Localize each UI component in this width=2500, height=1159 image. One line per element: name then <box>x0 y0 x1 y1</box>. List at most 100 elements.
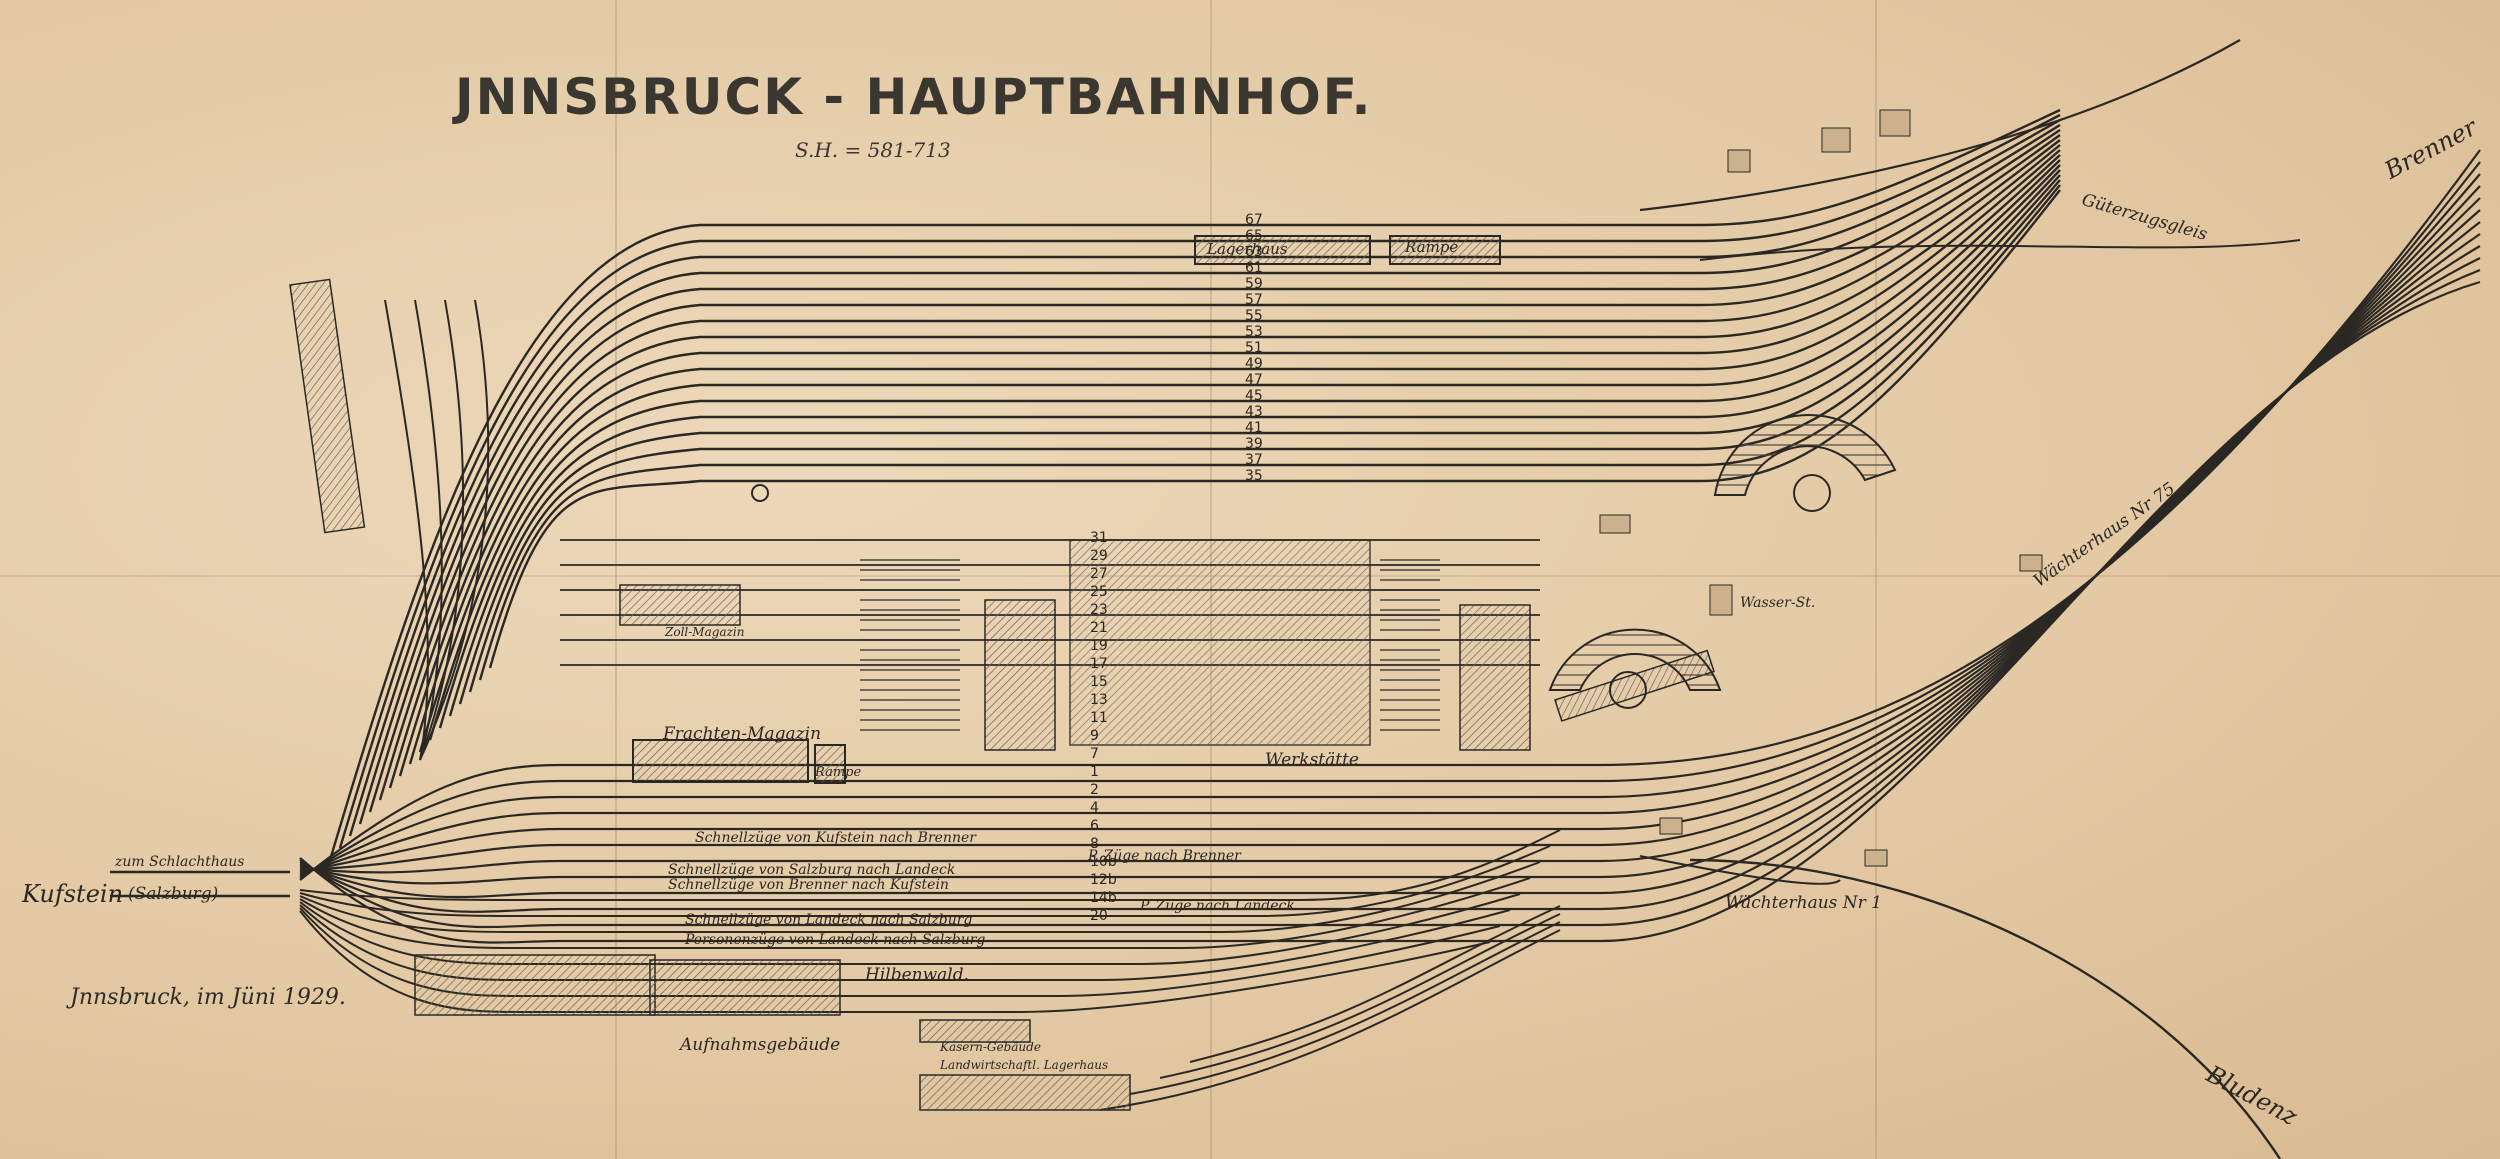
rail-track <box>468 179 2061 693</box>
rail-track <box>488 189 2061 669</box>
agri-warehouse <box>919 1074 1131 1111</box>
label-barracks: Kasern-Gebäude <box>940 1040 1041 1054</box>
rail-track <box>299 221 2481 874</box>
track-number: 57 <box>1245 292 1263 308</box>
track-number: 65 <box>1245 228 1263 244</box>
track-number: 7 <box>1090 746 1099 762</box>
rail-track <box>299 907 1501 997</box>
track-number: 59 <box>1245 276 1263 292</box>
track-number: 35 <box>1245 468 1263 484</box>
paper-fold <box>1875 0 1877 1159</box>
track-number: 43 <box>1245 404 1263 420</box>
track-number: 47 <box>1245 372 1263 388</box>
track-number: 39 <box>1245 436 1263 452</box>
track-number: 55 <box>1245 308 1263 324</box>
label-salzburg: (Salzburg) <box>128 884 219 904</box>
track-number: 10b <box>1090 854 1117 870</box>
label-slaughterhouse: zum Schlachthaus <box>115 854 245 870</box>
track-number: 14b <box>1090 890 1117 906</box>
label-track-5: P. Züge nach Landeck <box>1140 898 1295 914</box>
rail-track <box>419 299 490 761</box>
track-number: 13 <box>1090 692 1108 708</box>
rail-track <box>368 129 2061 813</box>
track-number: 15 <box>1090 674 1108 690</box>
label-freight-magazine: Frachten-Magazin <box>663 724 822 744</box>
label-reception: Aufnahmsgebäude <box>680 1035 841 1055</box>
track-number: 67 <box>1245 212 1263 228</box>
rail-track <box>338 113 2061 849</box>
reception-building <box>414 954 656 1016</box>
track-number: 41 <box>1245 420 1263 436</box>
rail-track <box>328 108 2061 861</box>
rail-track <box>299 893 1521 965</box>
label-customs: Zoll-Magazin <box>665 625 745 639</box>
track-number: 37 <box>1245 452 1263 468</box>
paper-fold <box>615 0 617 1159</box>
rail-track <box>299 829 1561 901</box>
track-number: 31 <box>1090 530 1108 546</box>
map-title: JNNSBRUCK - HAUPTBAHNHOF. <box>455 68 1373 126</box>
label-kufstein: Kufstein <box>22 880 124 908</box>
track-number: 21 <box>1090 620 1108 636</box>
rail-track <box>1699 239 2301 261</box>
track-number: 12b <box>1090 872 1117 888</box>
label-track-5b: P. Züge nach Brenner <box>1088 848 1241 864</box>
rail-track <box>414 299 443 761</box>
track-number: 63 <box>1245 244 1263 260</box>
rail-track <box>299 877 1531 949</box>
workshop-hall <box>1069 539 1371 746</box>
barracks <box>919 1019 1031 1043</box>
label-track-2: Schnellzüge von Brenner nach Kufstein <box>668 877 949 893</box>
rail-track <box>299 861 1541 933</box>
track-number: 4 <box>1090 800 1099 816</box>
rail-track <box>1129 921 1561 1095</box>
track-number: 19 <box>1090 638 1108 654</box>
customs-magazine <box>619 584 741 626</box>
label-warehouse: Lagerhaus <box>1207 240 1288 258</box>
label-agri-warehouse: Landwirtschaftl. Lagerhaus <box>940 1058 1109 1072</box>
rail-track <box>358 123 2061 825</box>
rail-track <box>299 910 1491 1013</box>
roundhouse-south <box>1548 628 1722 691</box>
warehouse-building <box>1194 235 1371 265</box>
freight-magazine <box>632 739 809 783</box>
rail-track <box>1159 913 1561 1079</box>
track-number: 1 <box>1090 764 1099 780</box>
label-track-1: Schnellzüge von Salzburg nach Landeck <box>668 862 956 878</box>
label-water-station: Wasser-St. <box>1740 595 1816 611</box>
track-number: 6 <box>1090 818 1099 834</box>
label-track-4: Schnellzüge von Landeck nach Salzburg <box>685 912 973 928</box>
rail-track <box>299 845 1551 917</box>
label-ramp2: Rampe <box>815 765 862 780</box>
rail-track <box>299 904 1511 981</box>
label-track-7: Schnellzüge von Kufstein nach Brenner <box>695 830 976 846</box>
rail-track <box>419 299 465 761</box>
rail-track <box>458 174 2061 705</box>
label-workshop: Werkstätte <box>1265 750 1359 770</box>
roundhouse-north <box>1713 414 1897 496</box>
rail-track <box>448 169 2061 717</box>
track-number: 45 <box>1245 388 1263 404</box>
building-left <box>289 278 366 534</box>
rail-track <box>428 159 2061 741</box>
rail-track <box>418 154 2061 753</box>
rail-track <box>378 134 2061 801</box>
track-number: 20 <box>1090 908 1108 924</box>
track-number: 9 <box>1090 728 1099 744</box>
track-number: 11 <box>1090 710 1108 726</box>
track-number: 25 <box>1090 584 1108 600</box>
track-number: 8 <box>1090 836 1099 852</box>
track-number: 27 <box>1090 566 1108 582</box>
rail-track <box>478 184 2061 681</box>
track-number: 17 <box>1090 656 1108 672</box>
locomotive-shed <box>984 599 1056 751</box>
rail-track <box>299 233 2481 885</box>
rail-track <box>1639 39 2241 212</box>
rail-track <box>438 164 2061 729</box>
rail-track <box>398 144 2061 777</box>
track-number: 29 <box>1090 548 1108 564</box>
track-number: 23 <box>1090 602 1108 618</box>
track-number: 51 <box>1245 340 1263 356</box>
